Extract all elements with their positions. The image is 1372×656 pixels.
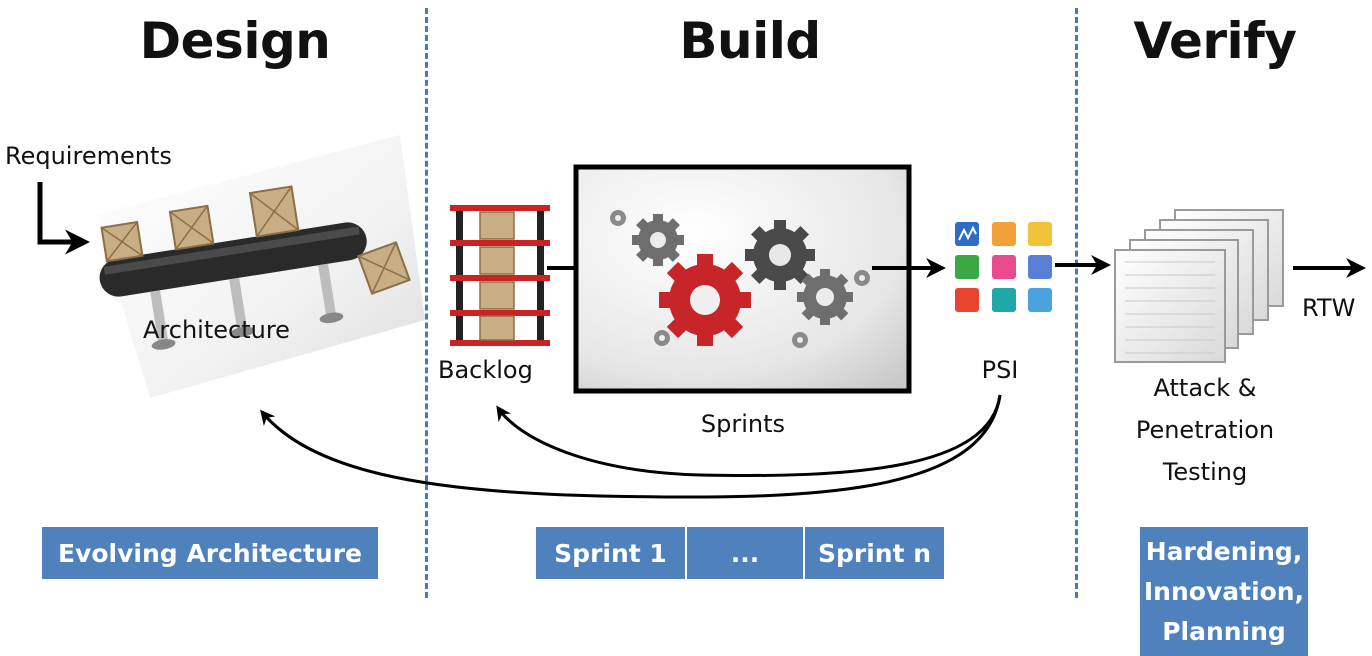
feedback-arrow-to-architecture <box>260 394 1002 499</box>
requirements-label: Requirements <box>5 142 172 170</box>
hardening-line1: Hardening, <box>1145 536 1303 566</box>
hardening-box: Hardening, Innovation, Planning <box>1140 527 1308 656</box>
hardening-line3: Planning <box>1162 616 1286 646</box>
rtw-label: RTW <box>1302 294 1356 322</box>
heading-design: Design <box>139 12 331 70</box>
hardening-line2: Innovation, <box>1143 576 1305 606</box>
sprint-n-box: Sprint n <box>805 527 944 579</box>
heading-verify: Verify <box>1133 12 1297 70</box>
backlog-shelf-image <box>450 205 550 346</box>
sprints-frame <box>573 164 912 394</box>
sprint-1-box: Sprint 1 <box>536 527 687 579</box>
attack-label-line1: Attack & <box>1153 374 1257 402</box>
architecture-conveyor-image <box>95 135 425 398</box>
divider-build-verify <box>1075 8 1078 598</box>
filters-image <box>1114 209 1284 363</box>
heading-build: Build <box>679 12 821 70</box>
gears-image <box>610 210 870 348</box>
sprints-label: Sprints <box>700 410 786 438</box>
attack-label-line3: Testing <box>1162 458 1248 486</box>
attack-label-line2: Penetration <box>1135 416 1275 444</box>
architecture-label: Architecture <box>143 316 290 344</box>
evolving-architecture-box: Evolving Architecture <box>42 527 378 579</box>
backlog-label: Backlog <box>438 356 533 384</box>
sprint-ellipsis-box: ... <box>687 527 805 579</box>
sprint-boxes: Sprint 1 ... Sprint n <box>536 527 944 579</box>
psi-label: PSI <box>981 356 1019 384</box>
requirements-arrow <box>37 182 90 255</box>
divider-design-build <box>425 8 428 598</box>
feedback-arrow-to-backlog <box>496 394 1002 478</box>
psi-app-icons <box>955 222 1052 312</box>
